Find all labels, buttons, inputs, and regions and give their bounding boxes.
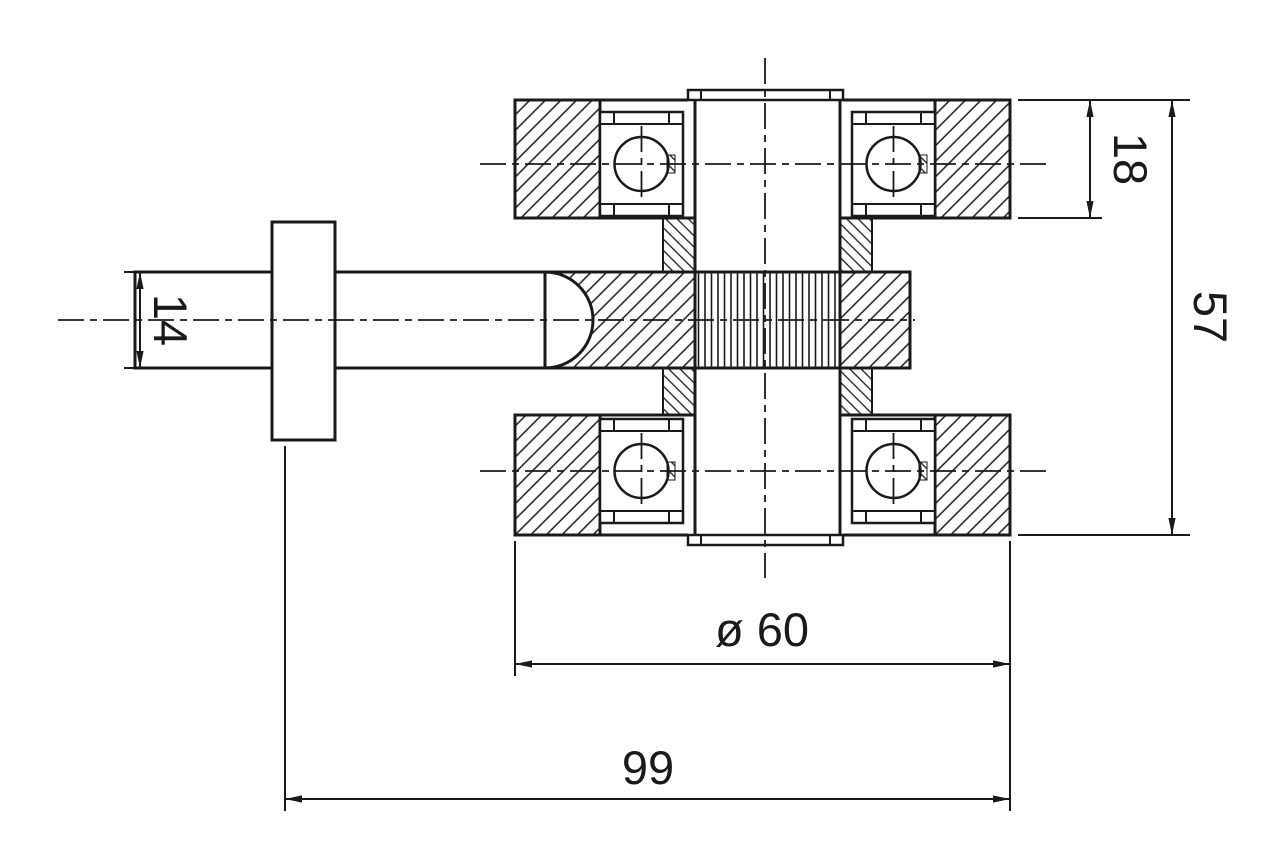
housing-block: [513, 413, 602, 537]
dimension-label: ø 60: [715, 603, 809, 656]
dimensions: 18 57 14 ø 60 99: [124, 99, 1237, 811]
dimension-label: 18: [1104, 133, 1157, 185]
dimension-assembly-height: 57: [1018, 99, 1237, 536]
dimension-bore-diameter: ø 60: [514, 541, 1011, 676]
web-section: [662, 367, 696, 416]
flange: [270, 220, 337, 442]
spindle-webs: [662, 217, 873, 416]
housing-block: [933, 98, 1012, 220]
dimension-bearing-width: 18: [1018, 100, 1157, 219]
web-section: [839, 217, 873, 273]
dimension-label: 99: [622, 741, 674, 794]
dimension-label: 14: [144, 294, 197, 346]
housing-block: [933, 413, 1012, 537]
dimension-shaft-diameter: 14: [124, 271, 197, 369]
centerlines: [58, 58, 1052, 578]
dimension-label: 57: [1184, 291, 1237, 343]
dimension-overall-length: 99: [284, 446, 1011, 811]
housing-block: [513, 98, 602, 220]
web-section: [662, 217, 696, 273]
web-section: [839, 367, 873, 416]
